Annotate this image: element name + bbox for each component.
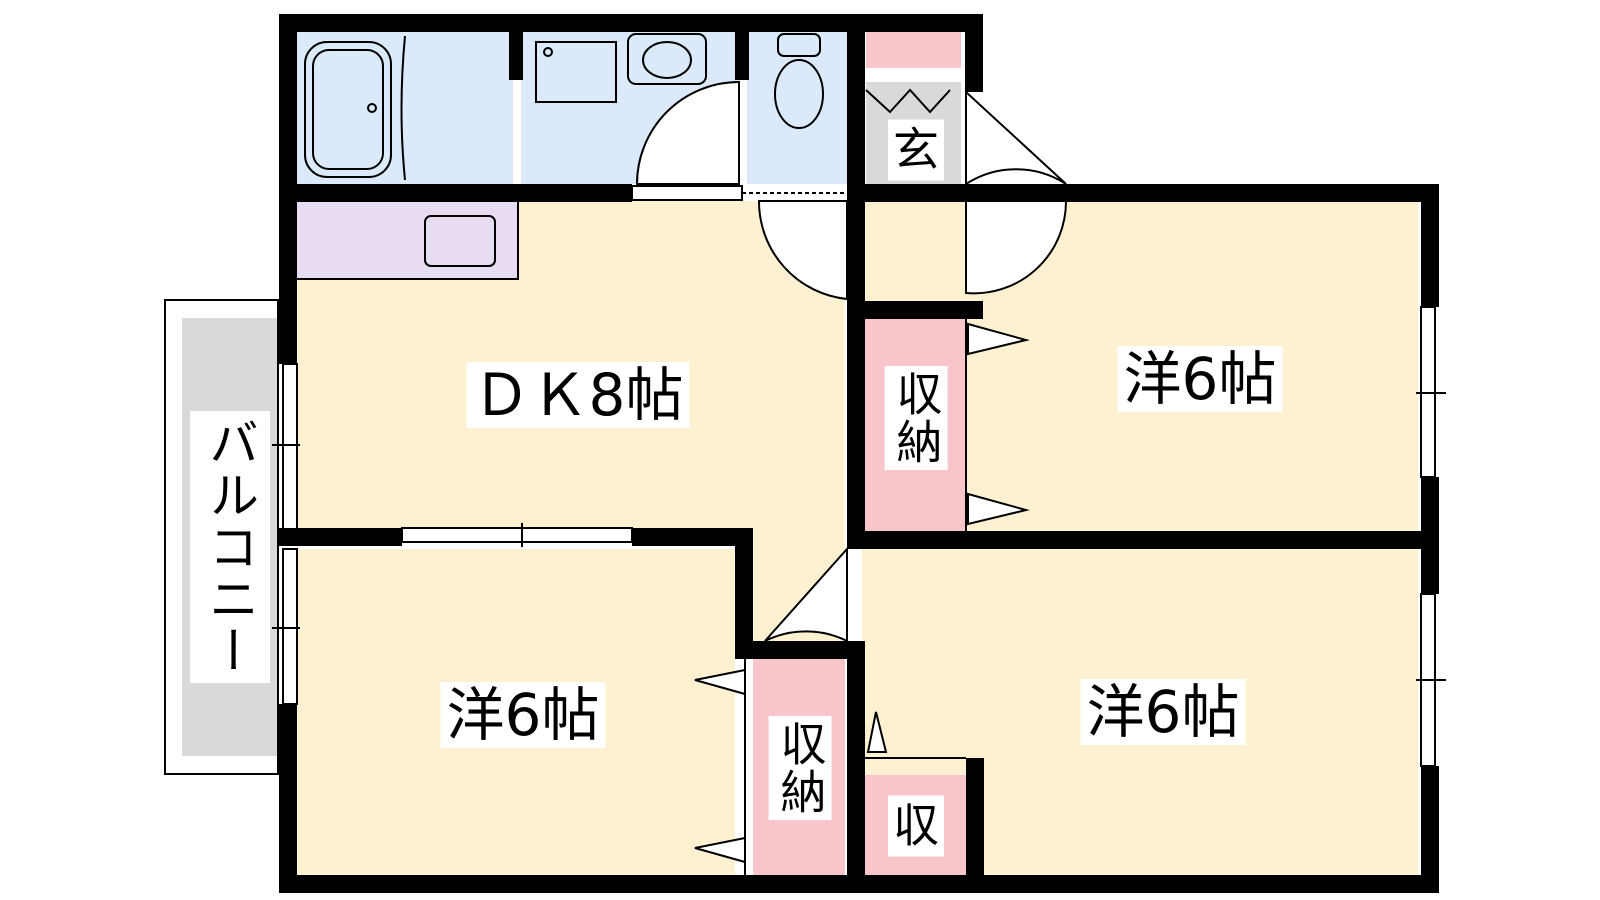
bathtub: [304, 41, 392, 178]
storage-label-3: 収: [888, 795, 944, 857]
washer-pan: [535, 41, 617, 103]
fixtures: [304, 33, 824, 267]
storage-label-2: 収納: [768, 716, 832, 820]
toilet-bowl: [774, 59, 824, 129]
balcony-frame: [164, 299, 279, 775]
kitchen-counter: [294, 200, 519, 280]
room-label-dk: ＤＫ8帖: [466, 362, 690, 428]
room-label-western-3: 洋6帖: [1080, 679, 1246, 745]
hall-floor: [862, 201, 966, 301]
room-label-western-1: 洋6帖: [1117, 346, 1283, 412]
entrance-label: 玄: [888, 119, 944, 181]
windows: [272, 185, 1446, 767]
walls: [279, 14, 1439, 893]
entrance-mat: [866, 32, 961, 68]
room-label-western-2: 洋6帖: [440, 682, 606, 748]
storage-door-marks: [694, 319, 1030, 875]
sink: [424, 215, 496, 267]
balcony-label: バルコニー: [190, 411, 270, 683]
toilet-tank: [777, 33, 821, 57]
door-swings: [635, 80, 1068, 643]
storage-label-1: 収納: [884, 366, 948, 470]
